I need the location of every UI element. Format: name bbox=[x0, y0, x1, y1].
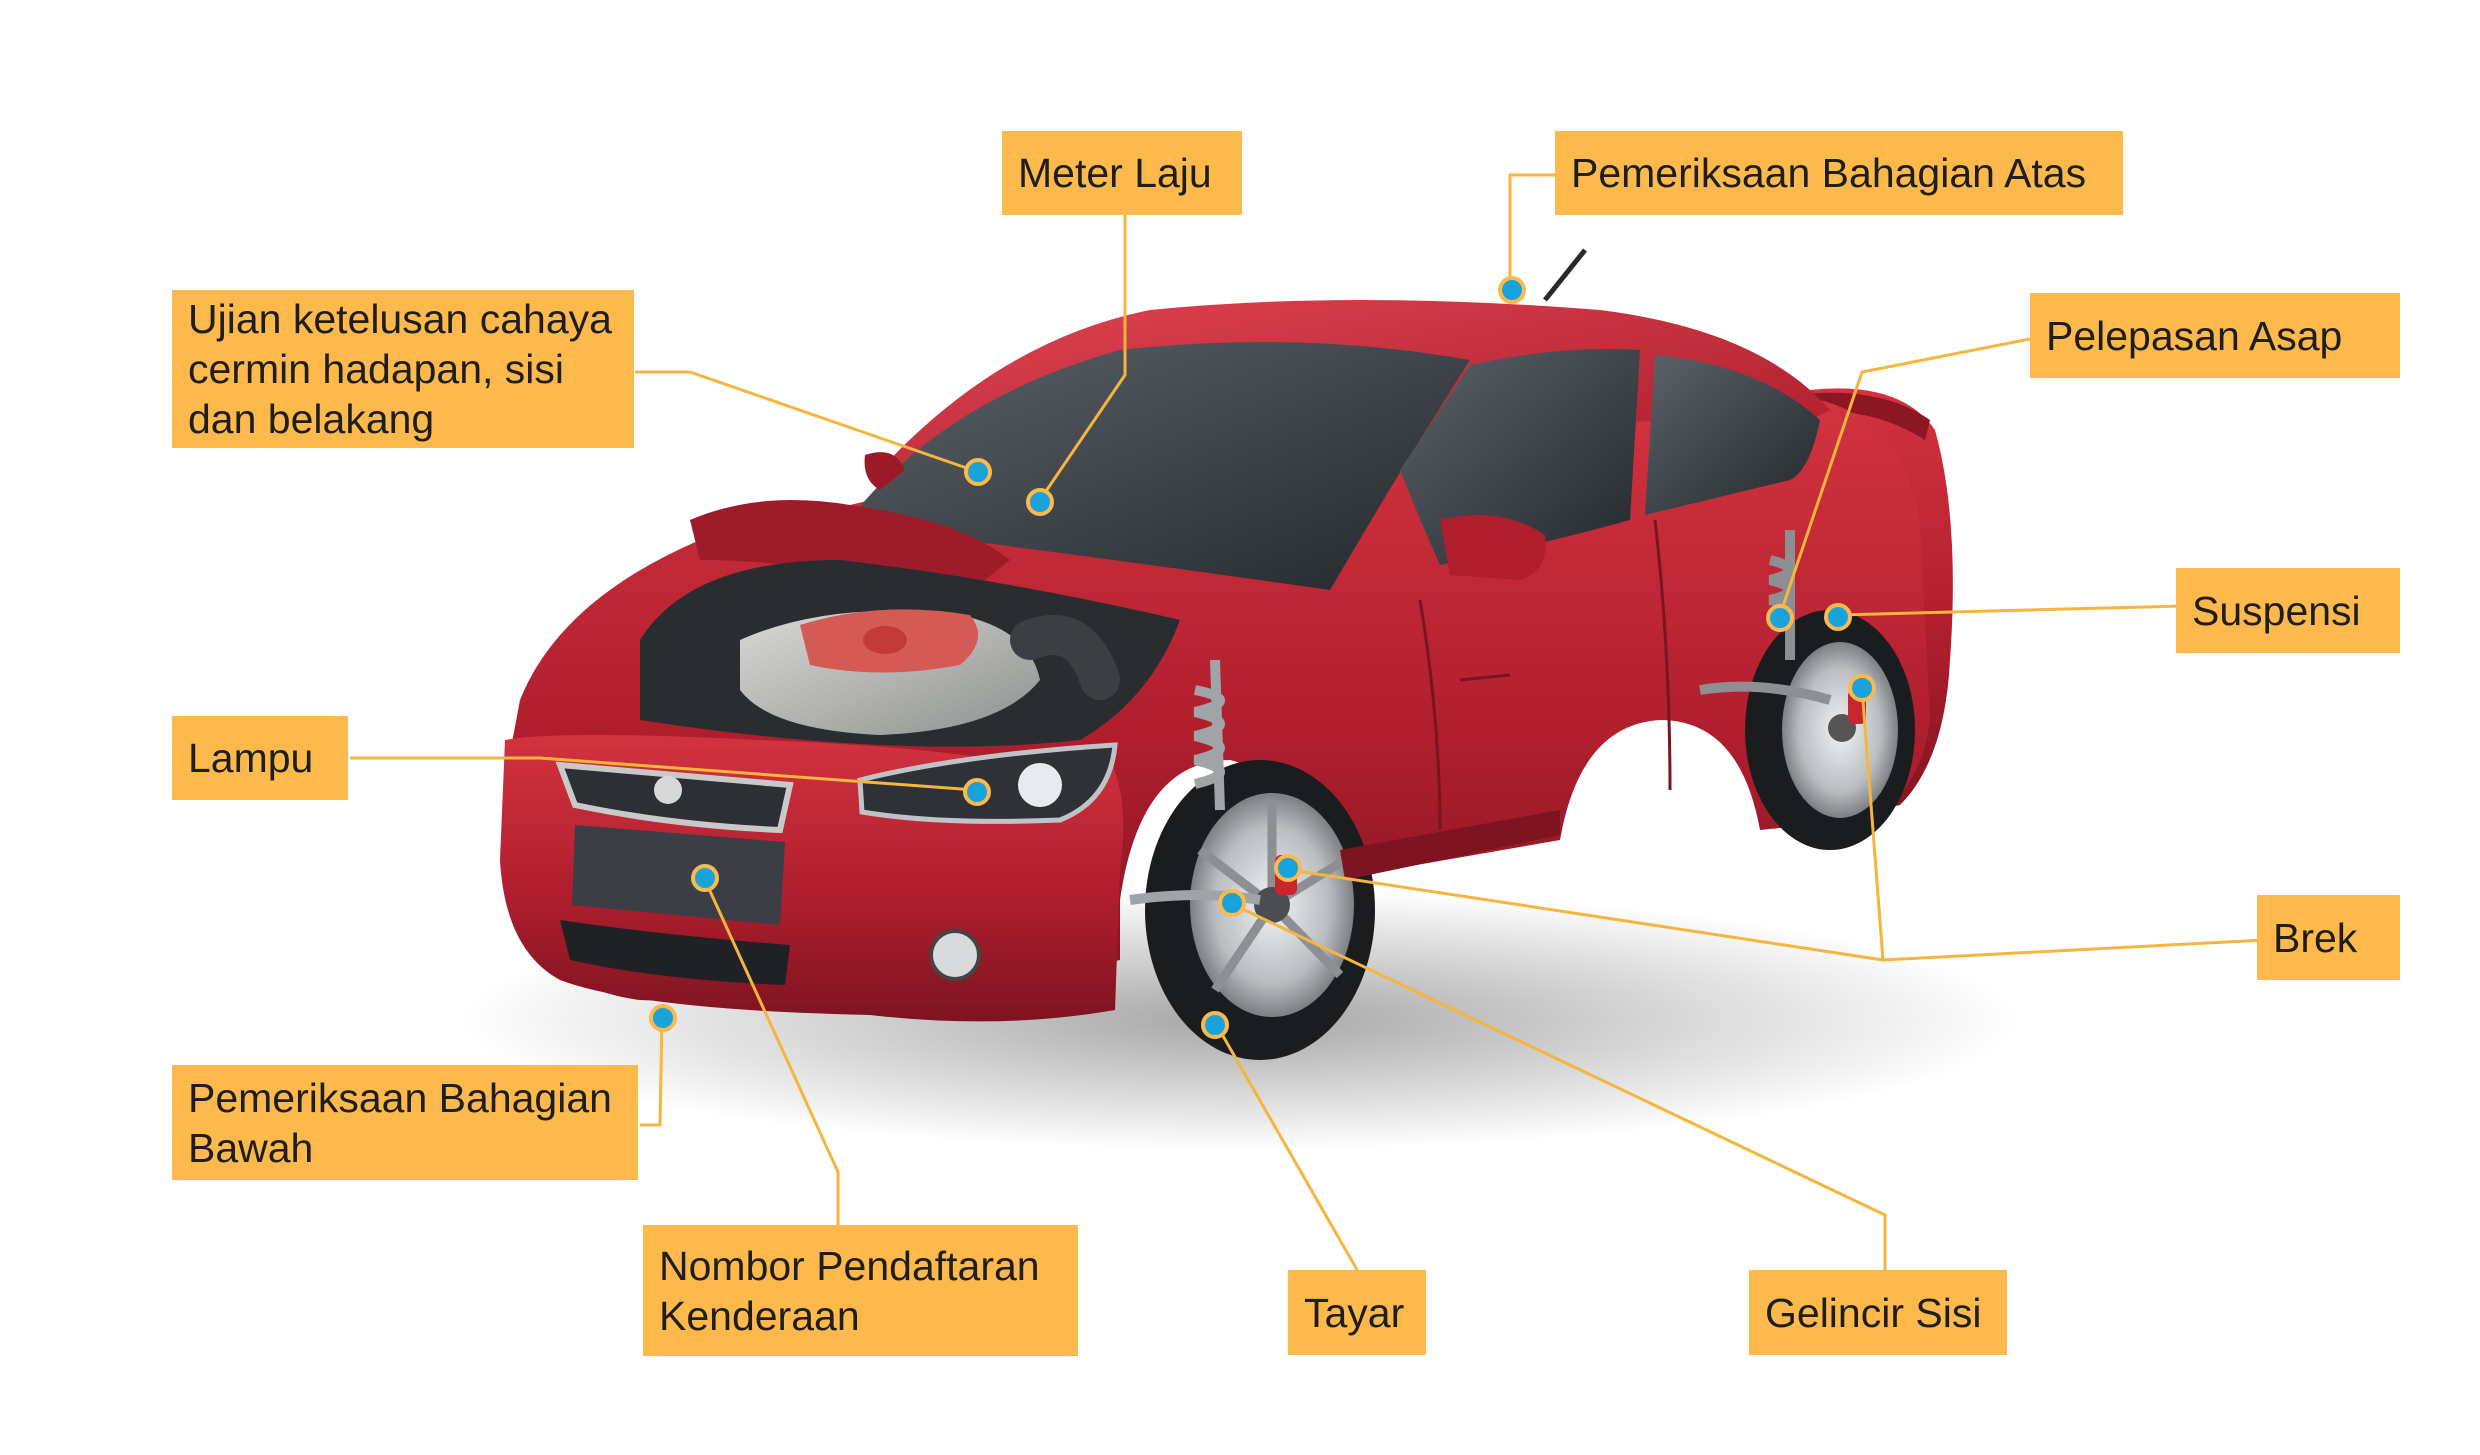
leader-lines bbox=[350, 173, 2266, 1276]
label-ujian-line3: dan belakang bbox=[188, 396, 435, 442]
hotspot-pelepasan-asap bbox=[1766, 604, 1794, 632]
label-ujian-line2: cermin hadapan, sisi bbox=[188, 346, 565, 392]
headlamp-lens bbox=[1018, 763, 1062, 807]
label-bawah-line2: Bawah bbox=[188, 1124, 314, 1171]
car-illustration bbox=[460, 248, 2020, 1150]
label-nombor-pendaftaran: Nombor Pendaftaran Kenderaan bbox=[643, 1225, 1078, 1356]
license-plate bbox=[572, 825, 785, 925]
hotspot-brek-front bbox=[1274, 854, 1302, 882]
hotspot-gelincir bbox=[1218, 889, 1246, 917]
front-suspension bbox=[1129, 659, 1261, 905]
hotspots bbox=[649, 276, 1876, 1039]
lower-intake bbox=[560, 920, 790, 985]
label-pemeriksaan-atas-text: Pemeriksaan Bahagian Atas bbox=[1571, 150, 2087, 196]
leader-gelincir bbox=[1229, 901, 1887, 1275]
leader-bawah bbox=[640, 1017, 664, 1127]
hotspot-meter-laju bbox=[1026, 488, 1054, 516]
leader-ujian-cahaya bbox=[635, 370, 979, 474]
side-mirror bbox=[1440, 515, 1546, 580]
label-gelincir-sisi: Gelincir Sisi bbox=[1749, 1270, 2007, 1355]
hotspot-brek-rear bbox=[1848, 674, 1876, 702]
label-pelepasan-asap: Pelepasan Asap bbox=[2030, 293, 2400, 378]
label-lampu-text: Lampu bbox=[188, 735, 314, 781]
label-meter-laju: Meter Laju bbox=[1002, 131, 1242, 215]
hotspot-suspensi bbox=[1824, 603, 1852, 631]
car-windshield bbox=[845, 342, 1470, 590]
leader-suspensi bbox=[1837, 604, 2183, 617]
side-skirt bbox=[1340, 810, 1560, 880]
label-tayar-text: Tayar bbox=[1304, 1289, 1405, 1336]
label-suspensi: Suspensi bbox=[2176, 568, 2400, 653]
hotspot-bawah bbox=[649, 1004, 677, 1032]
leader-lampu bbox=[350, 756, 976, 792]
leader-brek-front bbox=[1289, 868, 1884, 962]
leader-brek-rear bbox=[1860, 687, 2266, 962]
car-front-side-window bbox=[1400, 349, 1640, 565]
hotspot-nombor bbox=[691, 864, 719, 892]
intake-pipe bbox=[1010, 615, 1120, 700]
side-mirror-left bbox=[864, 452, 905, 490]
label-brek: Brek bbox=[2257, 895, 2400, 980]
label-ujian-line1: Ujian ketelusan cahaya bbox=[188, 296, 612, 342]
label-pelepasan-asap-text: Pelepasan Asap bbox=[2046, 312, 2343, 359]
label-suspensi-text: Suspensi bbox=[2192, 587, 2361, 634]
fog-lamp bbox=[929, 929, 981, 981]
engine-oil-cap bbox=[863, 626, 907, 654]
leader-pemeriksaan-atas bbox=[1508, 173, 1555, 290]
front-wheel bbox=[1145, 760, 1375, 1060]
antenna bbox=[1543, 248, 1587, 302]
label-bawah-line1: Pemeriksaan Bahagian bbox=[188, 1074, 612, 1121]
hotspot-pemeriksaan-atas bbox=[1498, 276, 1526, 304]
label-brek-text: Brek bbox=[2273, 914, 2358, 961]
rear-wheel bbox=[1745, 610, 1915, 850]
label-pemeriksaan-bawah: Pemeriksaan Bahagian Bawah bbox=[172, 1065, 638, 1180]
label-ujian-cahaya: Ujian ketelusan cahaya cermin hadapan, s… bbox=[172, 290, 634, 448]
leader-tayar bbox=[1213, 1021, 1362, 1276]
leader-pelepasan-asap bbox=[1778, 335, 2041, 616]
label-meter-laju-text: Meter Laju bbox=[1018, 150, 1212, 196]
label-gelincir-sisi-text: Gelincir Sisi bbox=[1765, 1289, 1982, 1336]
leader-meter-laju bbox=[1038, 215, 1127, 501]
label-nombor-line2: Kenderaan bbox=[659, 1292, 860, 1339]
leader-nombor bbox=[703, 879, 840, 1232]
label-nombor-line1: Nombor Pendaftaran bbox=[659, 1242, 1040, 1289]
label-lampu: Lampu bbox=[172, 716, 348, 800]
hotspot-lampu bbox=[963, 778, 991, 806]
car-rear-side-window bbox=[1645, 355, 1820, 515]
door-lines bbox=[1418, 519, 1672, 831]
label-tayar: Tayar bbox=[1288, 1270, 1426, 1355]
label-pemeriksaan-atas: Pemeriksaan Bahagian Atas bbox=[1555, 131, 2123, 215]
hotspot-tayar bbox=[1201, 1011, 1229, 1039]
hotspot-ujian-cahaya bbox=[964, 458, 992, 486]
car-logo bbox=[654, 776, 682, 804]
